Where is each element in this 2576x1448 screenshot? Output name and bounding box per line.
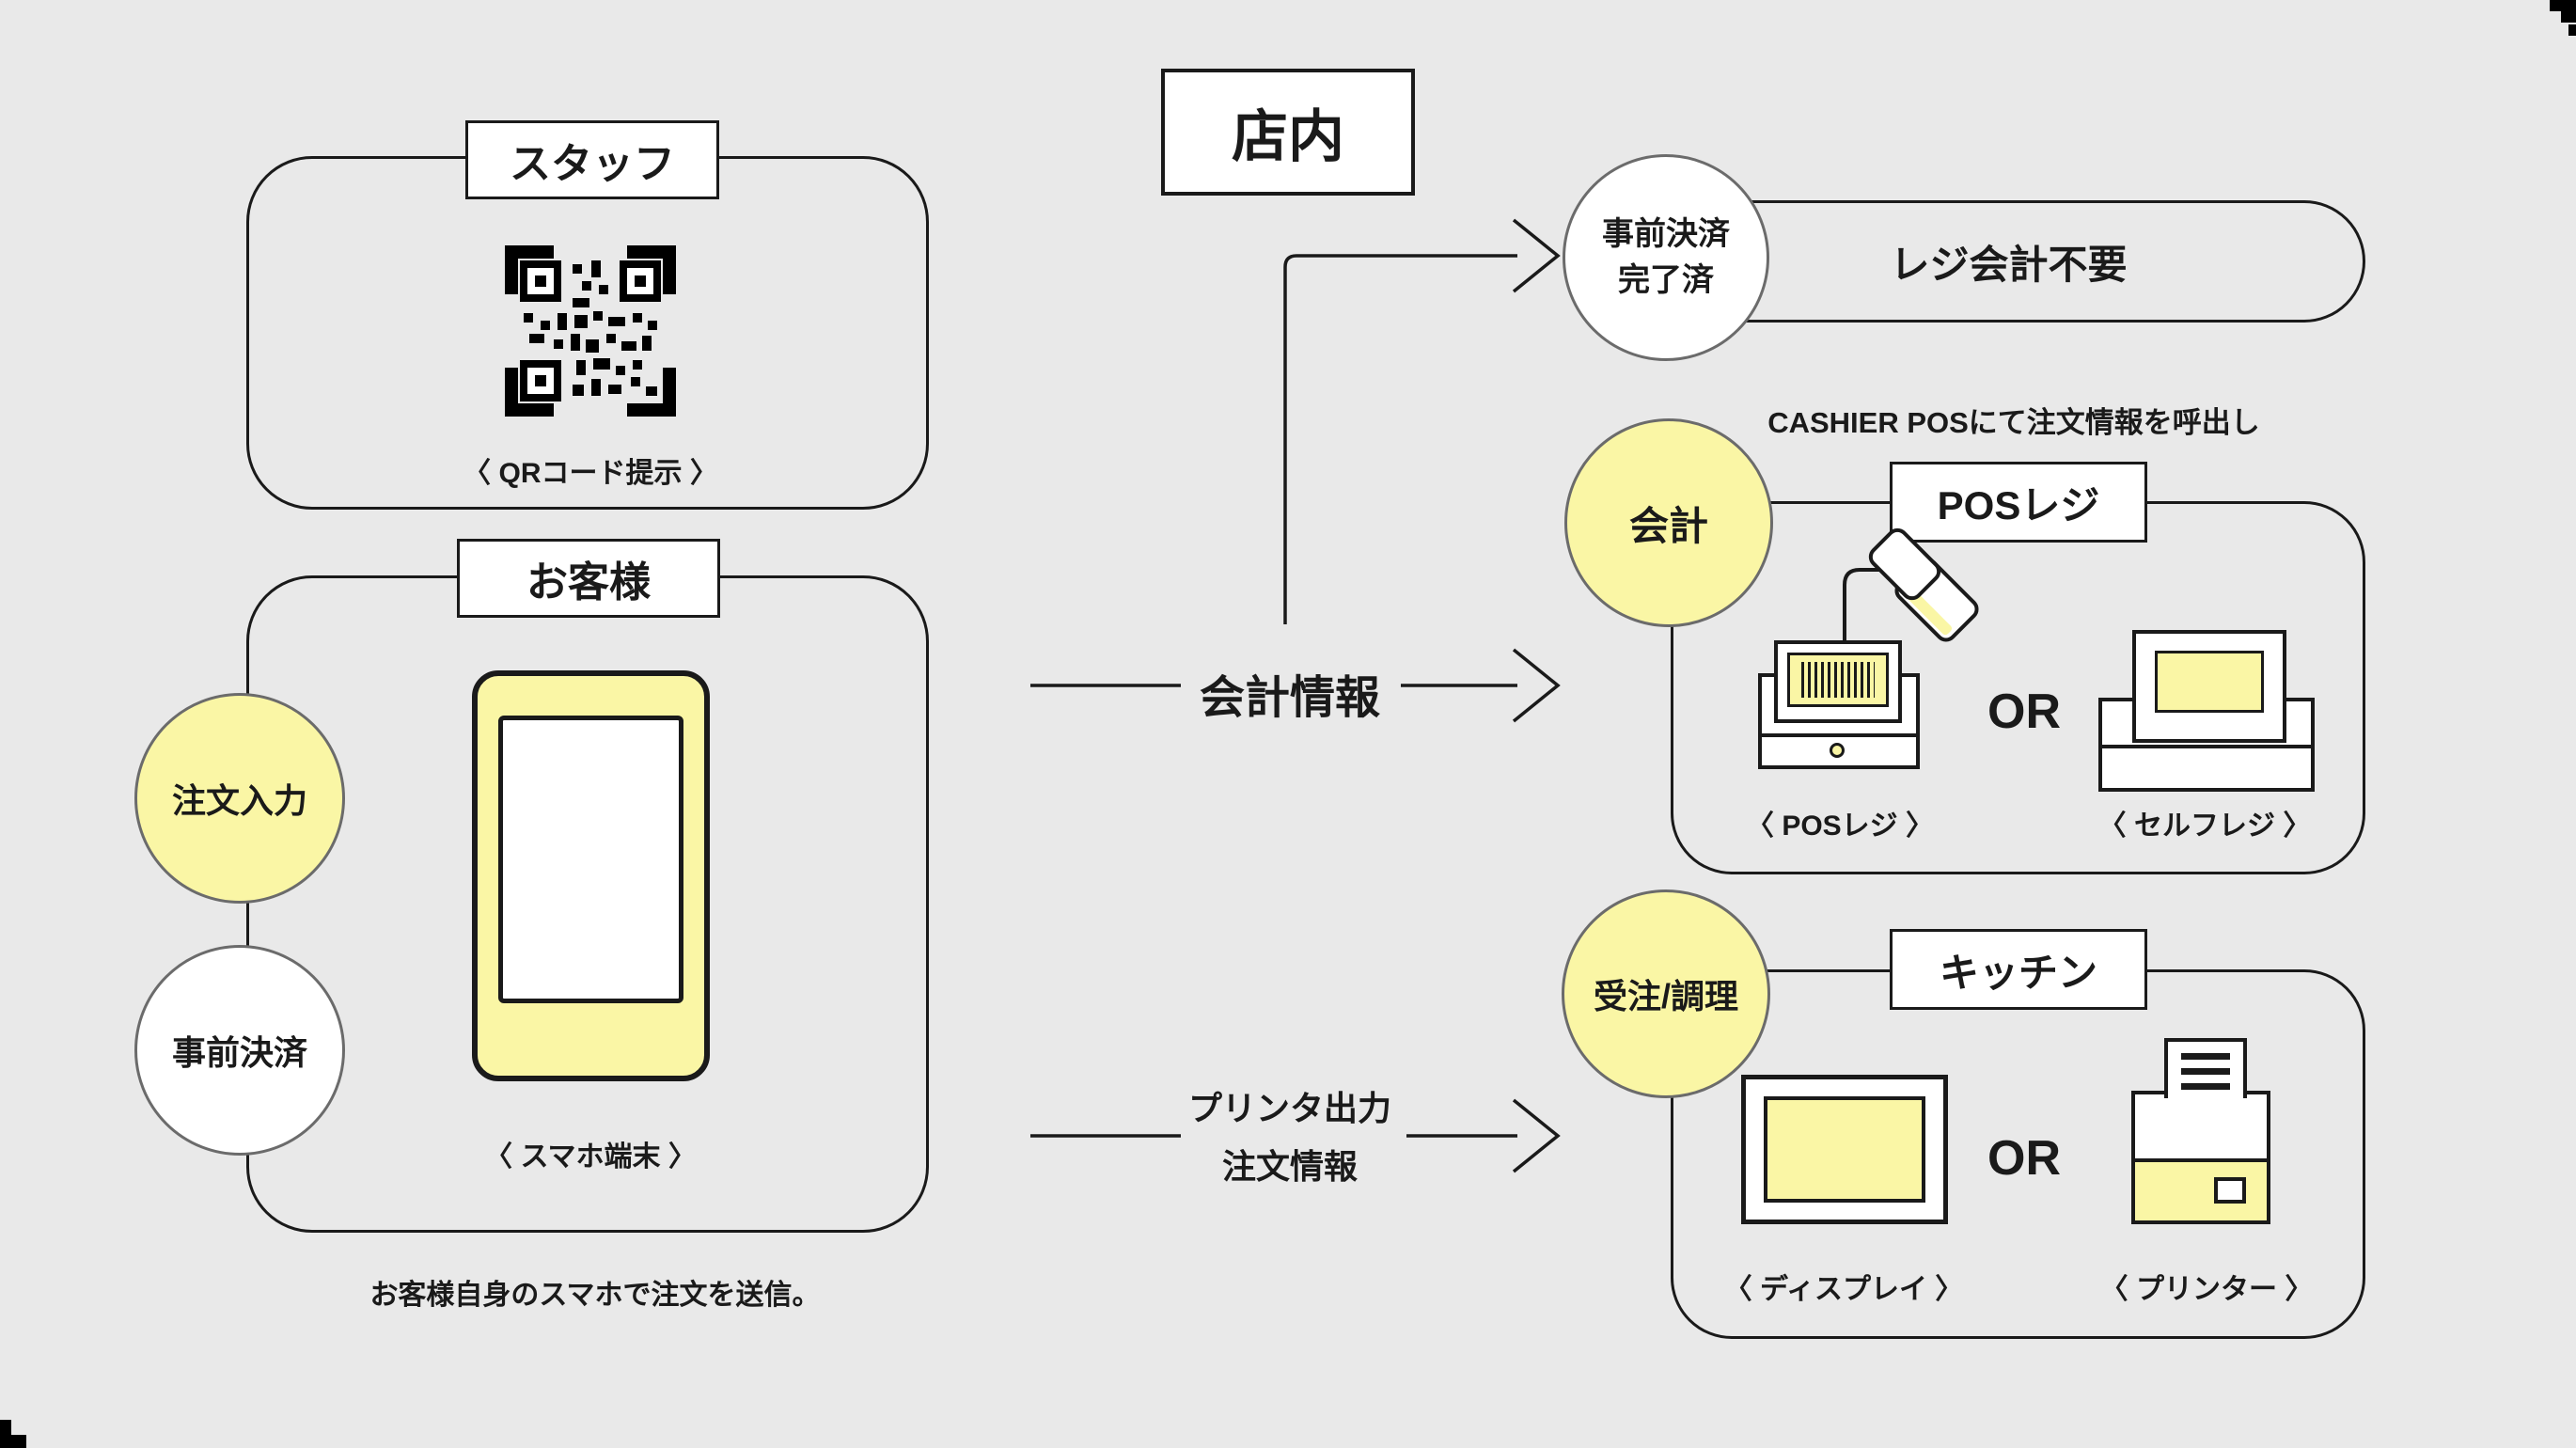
smartphone-caption: 〈 スマホ端末 〉 (484, 1141, 697, 1173)
accounting-arrow (1030, 648, 1561, 723)
receipt-printer-icon (2131, 1091, 2270, 1162)
printer-paper-line3 (2181, 1083, 2230, 1090)
prepaid-arrow (1283, 218, 1561, 624)
self-checkout-base-line (2102, 745, 2311, 748)
printer-button (2214, 1177, 2246, 1204)
kitchen-label-box: キッチン (1890, 929, 2147, 1010)
order-input-circle: 注文入力 (134, 693, 345, 904)
instore-title-box: 店内 (1161, 69, 1415, 196)
qr-pattern (520, 260, 661, 401)
qr-bracket-bl-icon (505, 368, 554, 417)
qr-bracket-tr-icon (627, 245, 676, 294)
printer-arrow (1030, 1098, 1561, 1173)
self-checkout-caption: 〈 セルフレジ 〉 (2097, 811, 2312, 842)
prepay-circle: 事前決済 (134, 945, 345, 1156)
clipped-mark-bottom-left-2 (0, 1435, 26, 1448)
clipped-mark-top-right-3 (2568, 24, 2576, 36)
staff-label-box: スタッフ (465, 120, 719, 199)
printer-paper (2164, 1038, 2247, 1098)
kitchen-display-caption: 〈 ディスプレイ 〉 (1723, 1274, 1964, 1305)
pos-register-icon (1774, 640, 1902, 723)
printer-output-line1: プリンタ出力 (1187, 1089, 1391, 1127)
smartphone-icon (472, 670, 710, 1081)
printer-paper-line1 (2181, 1053, 2230, 1060)
pos-register-label: POSレジ (1937, 482, 2100, 527)
printer-paper-line2 (2181, 1068, 2230, 1075)
kitchen-label: キッチン (1939, 950, 2097, 995)
pos-register-button (1830, 743, 1845, 758)
pos-register-screen (1787, 653, 1889, 707)
accounting-info-label: 会計情報 (1199, 673, 1380, 723)
qr-caption: 〈 QRコード提示 〉 (463, 458, 718, 489)
customer-label: お客様 (526, 559, 651, 606)
printer-caption: 〈 プリンター 〉 (2099, 1274, 2314, 1305)
qr-bracket-br-icon (627, 368, 676, 417)
cashier-pos-note: CASHIER POSにて注文情報を呼出し (1767, 406, 2260, 439)
printer-output-label: プリンタ出力 注文情報 (1177, 1079, 1403, 1196)
barcode-icon (1801, 662, 1875, 698)
prepaid-done-circle: 事前決済 完了済 (1563, 154, 1769, 361)
order-cook-label: 受注/調理 (1593, 977, 1738, 1015)
printer-output-line2: 注文情報 (1221, 1147, 1358, 1186)
accounting-label: 会計 (1628, 503, 1708, 548)
pos-register-caption: 〈 POSレジ 〉 (1745, 811, 1935, 842)
pos-or-label: OR (1987, 685, 2061, 739)
kitchen-display-screen (1764, 1096, 1925, 1203)
prepaid-done-line1: 事前決済 (1602, 215, 1730, 252)
self-checkout-icon (2132, 630, 2286, 743)
clipped-mark-top-right-2 (2561, 0, 2576, 23)
instore-title: 店内 (1232, 105, 1344, 168)
qr-bracket-tl-icon (505, 245, 554, 294)
no-register-label: レジ会計不要 (1890, 242, 2128, 287)
accounting-circle: 会計 (1564, 418, 1773, 627)
printer-body-bottom (2131, 1158, 2270, 1224)
order-cook-circle: 受注/調理 (1562, 889, 1770, 1098)
pos-register-drawer-line (1762, 733, 1916, 737)
no-register-capsule: レジ会計不要 (1652, 200, 2365, 323)
self-checkout-screen (2155, 651, 2264, 713)
qr-code-icon (505, 245, 676, 417)
prepaid-done-line2: 完了済 (1618, 262, 1714, 298)
pos-register-label-box: POSレジ (1890, 462, 2147, 543)
order-input-label: 注文入力 (171, 781, 307, 820)
smartphone-screen (498, 716, 683, 1003)
staff-label: スタッフ (510, 141, 675, 187)
customer-label-box: お客様 (457, 539, 720, 618)
kitchen-or-label: OR (1987, 1131, 2061, 1186)
prepay-label: 事前決済 (171, 1033, 307, 1072)
customer-note: お客様自身のスマホで注文を送信。 (369, 1280, 821, 1311)
kitchen-display-icon (1741, 1075, 1948, 1224)
scanner-cable (1843, 568, 1884, 646)
